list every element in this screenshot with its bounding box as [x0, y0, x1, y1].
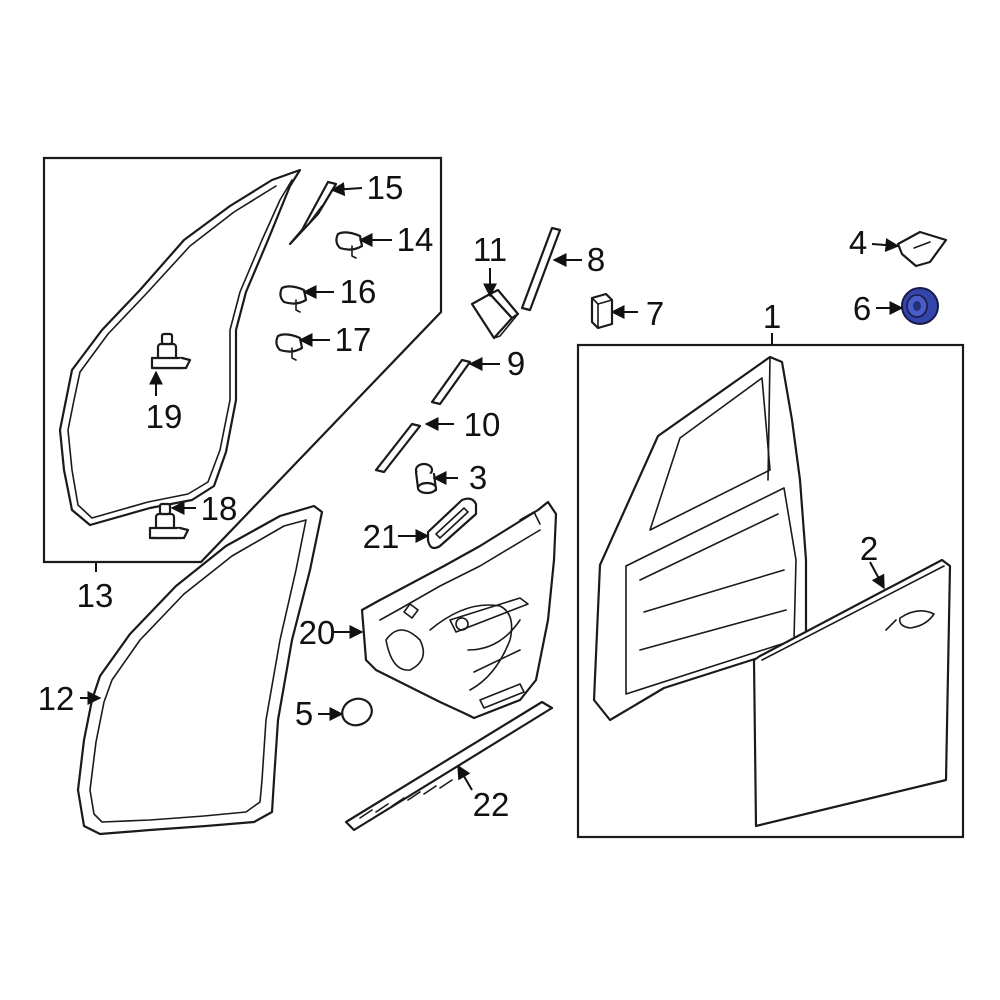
part-6-shape [901, 287, 939, 325]
leader-4 [871, 238, 900, 253]
door-weatherstrip-inner-part [58, 168, 302, 527]
callout-11[interactable]: 11 [473, 231, 507, 268]
seal-kit-frame [42, 156, 443, 564]
callout-1[interactable]: 1 [763, 298, 781, 335]
leader-15 [330, 182, 363, 197]
leader-22 [457, 764, 473, 791]
part-9-shape [430, 358, 472, 406]
leader-2 [869, 561, 885, 590]
callout-5[interactable]: 5 [295, 695, 313, 732]
part-10-shape [374, 422, 422, 474]
callout-19[interactable]: 19 [146, 398, 183, 435]
part-12-shape [76, 504, 324, 836]
callout-10[interactable]: 10 [464, 406, 501, 443]
part-14-shape [335, 231, 364, 259]
part-21-shape [426, 497, 478, 550]
callout-18[interactable]: 18 [201, 490, 238, 527]
part-20-shape [360, 500, 558, 720]
callout-4[interactable]: 4 [849, 224, 867, 261]
callout-15[interactable]: 15 [367, 169, 404, 206]
part-4-shape [896, 230, 948, 268]
part-15-shape [288, 180, 338, 246]
leaders [80, 182, 904, 791]
callout-7[interactable]: 7 [646, 295, 664, 332]
callout-8[interactable]: 8 [587, 241, 605, 278]
callout-2[interactable]: 2 [860, 530, 878, 567]
part-19-shape [150, 332, 192, 370]
part-16-shape [279, 285, 308, 313]
callout-3[interactable]: 3 [469, 459, 487, 496]
callout-14[interactable]: 14 [397, 221, 434, 258]
callouts: 1 2 3 4 5 6 7 8 9 10 11 12 13 14 15 16 1… [38, 169, 879, 823]
callout-6[interactable]: 6 [853, 290, 871, 327]
callout-16[interactable]: 16 [340, 273, 377, 310]
door-assembly-frame [576, 343, 965, 839]
callout-9[interactable]: 9 [507, 345, 525, 382]
part-2-shape [752, 558, 952, 828]
part-3-shape [414, 462, 438, 495]
part-7-shape [590, 292, 614, 330]
part-22-shape [344, 700, 554, 832]
callout-22[interactable]: 22 [473, 786, 510, 823]
part-17-shape [275, 333, 304, 361]
callout-20[interactable]: 20 [299, 614, 336, 651]
callout-21[interactable]: 21 [363, 518, 400, 555]
part-1-shape [592, 355, 808, 722]
part-8-shape [520, 226, 562, 312]
part-5-shape [341, 697, 373, 727]
callout-13[interactable]: 13 [77, 577, 114, 614]
callout-17[interactable]: 17 [335, 321, 372, 358]
part-18-shape [148, 502, 190, 540]
part-11-shape [470, 288, 520, 340]
callout-12[interactable]: 12 [38, 680, 75, 717]
